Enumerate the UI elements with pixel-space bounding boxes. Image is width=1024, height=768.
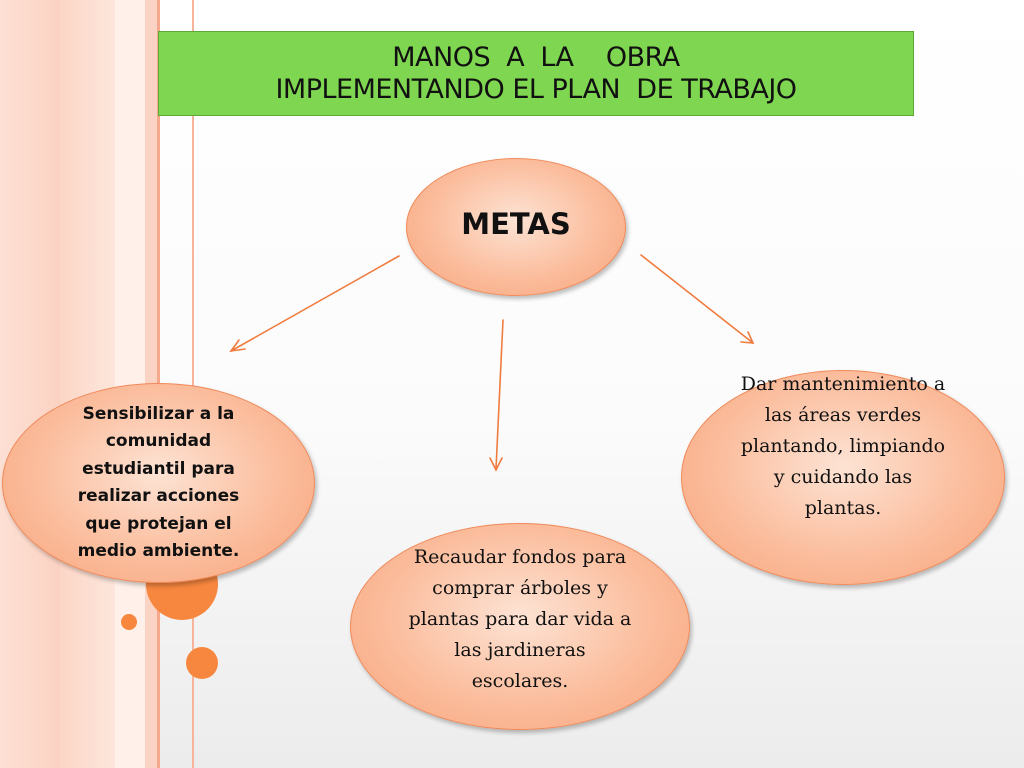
arrow-to-left <box>230 255 400 352</box>
decorative-dot-medium <box>186 647 218 679</box>
arrowhead-left <box>229 339 246 353</box>
arrow-to-bottom <box>495 319 504 470</box>
title-line-1: MANOS A LA OBRA <box>392 41 680 73</box>
background-stripe <box>192 0 194 768</box>
decorative-dot-small <box>121 614 137 630</box>
goal-right-text: Dar mantenimiento a las áreas verdes pla… <box>740 373 946 519</box>
goal-left-text: Sensibilizar a la comunidad estudiantil … <box>77 403 240 562</box>
background-stripe <box>0 0 60 768</box>
goal-oval-bottom: Recaudar fondos para comprar árboles y p… <box>350 523 690 730</box>
metas-label: METAS <box>461 207 571 241</box>
goal-bottom-text: Recaudar fondos para comprar árboles y p… <box>408 546 632 692</box>
goal-oval-right: Dar mantenimiento a las áreas verdes pla… <box>681 370 1005 585</box>
arrowhead-bottom <box>489 457 503 472</box>
arrowhead-right <box>740 331 755 344</box>
metas-oval: METAS <box>406 158 626 296</box>
title-line-2: IMPLEMENTANDO EL PLAN DE TRABAJO <box>275 73 797 105</box>
arrow-to-right <box>640 254 754 344</box>
title-box: MANOS A LA OBRA IMPLEMENTANDO EL PLAN DE… <box>158 31 914 116</box>
background-stripe <box>60 0 115 768</box>
goal-oval-left: Sensibilizar a la comunidad estudiantil … <box>2 383 315 583</box>
